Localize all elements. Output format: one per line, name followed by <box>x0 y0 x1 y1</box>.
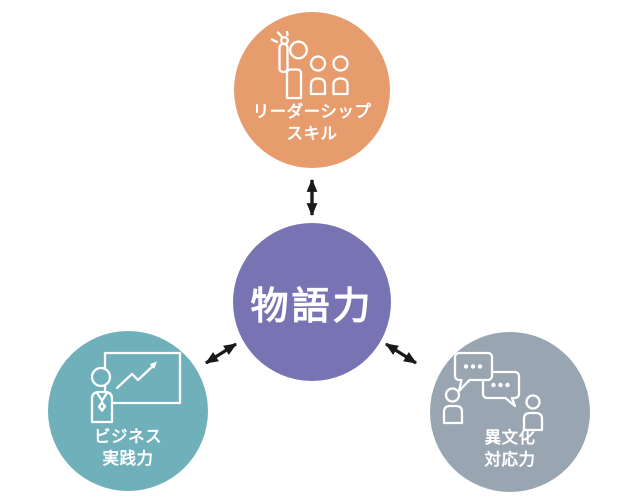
center-node-label: 物語力 <box>250 285 374 328</box>
arrow-center-intercultural <box>385 342 417 365</box>
node-intercultural-label: 異文化 対応力 <box>430 428 590 471</box>
label-line-1: 異文化 <box>484 429 536 447</box>
node-business-label: ビジネス 実践力 <box>48 427 208 470</box>
label-line-1: ビジネス <box>94 428 162 446</box>
node-leadership-label: リーダーシップ スキル <box>234 102 390 145</box>
label-line-1: リーダーシップ <box>252 103 372 121</box>
label-line-2: スキル <box>286 124 338 143</box>
label-line-2: 対応力 <box>484 450 536 469</box>
arrow-center-business <box>205 342 237 365</box>
raised-hand-people-icon <box>270 31 349 100</box>
speech-bubbles-people-icon <box>442 351 544 432</box>
node-intercultural: 異文化 対応力 <box>430 332 590 492</box>
label-line-2: 実践力 <box>102 449 154 468</box>
node-leadership: リーダーシップ スキル <box>234 12 390 168</box>
presenter-whiteboard-chart-icon <box>90 351 182 424</box>
node-business: ビジネス 実践力 <box>48 331 208 491</box>
node-center-story: 物語力 <box>233 223 391 381</box>
